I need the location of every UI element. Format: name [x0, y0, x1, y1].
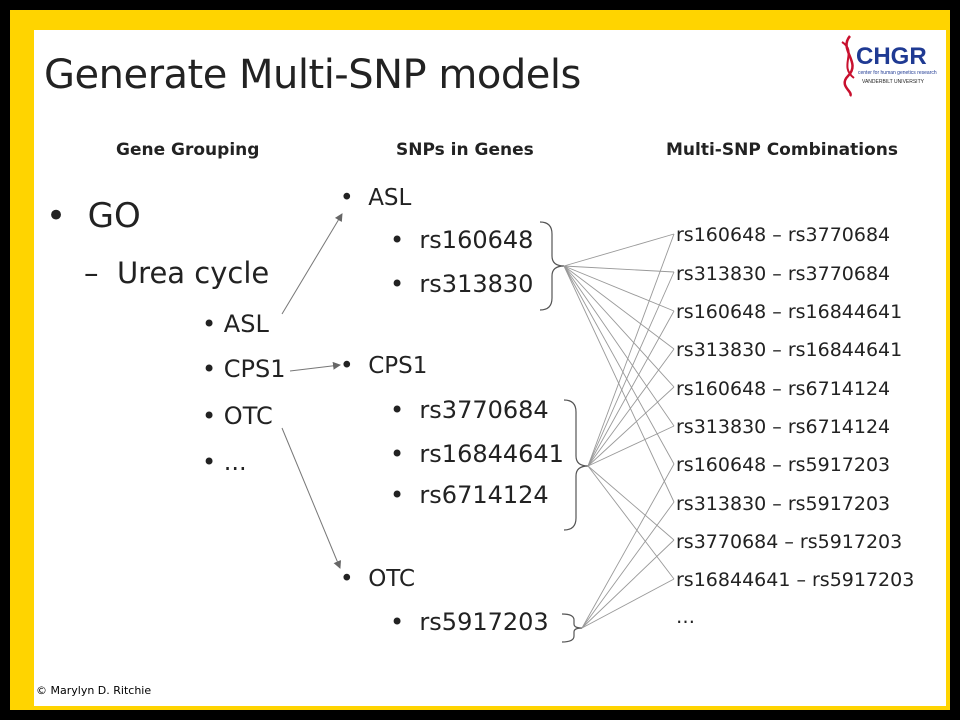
urea-cycle-label: Urea cycle [116, 256, 270, 290]
snp-item: • rs5917203 [390, 608, 549, 636]
gene-item: • CPS1 [202, 355, 286, 383]
arrow-otc [281, 427, 342, 569]
brace-otc [561, 613, 583, 643]
bullet-go: • GO [46, 196, 141, 236]
logo-text: CHGR [856, 43, 927, 70]
slide: Generate Multi-SNP models CHGR center fo… [34, 30, 946, 706]
column-header-gene-grouping: Gene Grouping [116, 140, 260, 160]
copyright-notice: © Marylyn D. Ritchie [36, 684, 152, 697]
snp-item: • rs160648 [390, 226, 534, 254]
combination-item: rs313830 – rs5917203 [676, 493, 891, 515]
arrow-asl [281, 213, 343, 315]
chgr-logo: CHGR center for human genetics research … [841, 35, 937, 97]
snp-item: • rs3770684 [390, 396, 549, 424]
bullet-urea-cycle: – Urea cycle [84, 256, 270, 290]
combination-item: rs3770684 – rs5917203 [676, 531, 903, 553]
snp-item: • rs16844641 [390, 440, 564, 468]
snp-gene-otc: • OTC [340, 566, 416, 592]
arrow-cps1 [289, 361, 341, 372]
combination-item: rs160648 – rs3770684 [676, 224, 891, 246]
snp-gene-asl: • ASL [340, 185, 412, 211]
snp-item: • rs6714124 [390, 481, 549, 509]
slide-border: Generate Multi-SNP models CHGR center fo… [10, 10, 950, 710]
combination-lines [563, 233, 675, 629]
snp-item: • rs313830 [390, 270, 534, 298]
dna-helix-icon [841, 35, 855, 97]
gene-item: • OTC [202, 402, 273, 430]
gene-item: • ... [202, 448, 247, 476]
column-header-snps-in-genes: SNPs in Genes [396, 140, 534, 160]
combination-item: rs313830 – rs6714124 [676, 416, 891, 438]
connector-lines [281, 213, 675, 643]
brace-cps1 [563, 399, 589, 531]
combination-item: rs160648 – rs5917203 [676, 454, 891, 476]
combination-item: rs160648 – rs16844641 [676, 301, 903, 323]
combination-item: rs16844641 – rs5917203 [676, 569, 915, 591]
go-label: GO [87, 196, 141, 236]
combination-item: … [676, 606, 695, 628]
snp-gene-cps1: • CPS1 [340, 353, 428, 379]
gene-item: • ASL [202, 310, 269, 338]
slide-title: Generate Multi-SNP models [44, 52, 581, 98]
logo-university: VANDERBILT UNIVERSITY [862, 79, 925, 85]
column-header-combinations: Multi-SNP Combinations [666, 140, 898, 160]
logo-subtitle: center for human genetics research [858, 70, 937, 76]
brace-asl [539, 221, 565, 311]
combination-item: rs313830 – rs16844641 [676, 339, 903, 361]
combination-item: rs313830 – rs3770684 [676, 263, 891, 285]
combination-item: rs160648 – rs6714124 [676, 378, 891, 400]
